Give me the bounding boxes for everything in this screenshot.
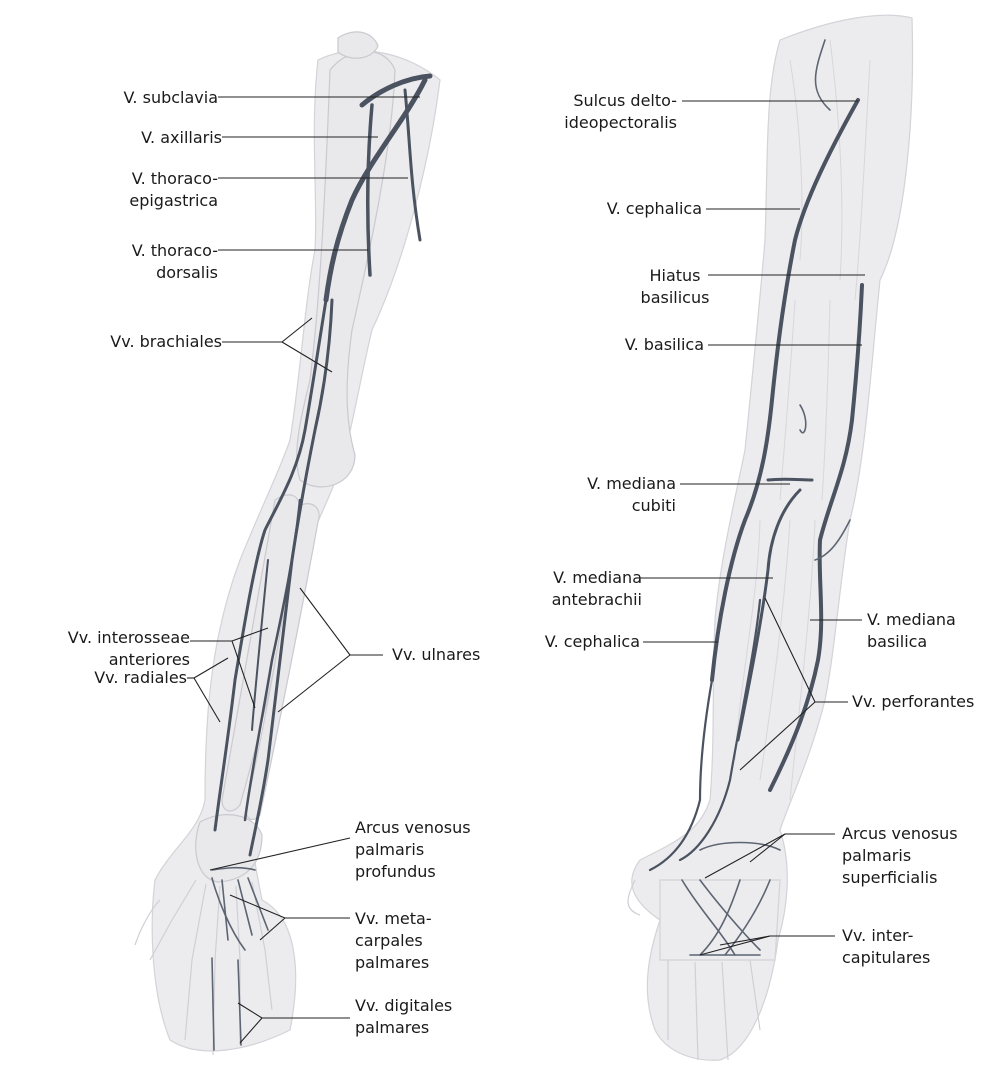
label-vv-interosseae-anteriores: Vv. interosseae anteriores — [68, 627, 190, 671]
label-sulcus-deltoideopectoralis: Sulcus delto- ideopectoralis — [564, 90, 677, 134]
label-vv-perforantes: Vv. perforantes — [852, 691, 974, 713]
label-vv-digitales-palmares: Vv. digitales palmares — [355, 995, 452, 1039]
label-hiatus-basilicus: Hiatus basilicus — [635, 265, 715, 309]
label-v-axillaris: V. axillaris — [141, 127, 222, 149]
label-v-thoracodorsalis: V. thoraco- dorsalis — [132, 240, 218, 284]
label-v-mediana-cubiti: V. mediana cubiti — [587, 473, 676, 517]
label-v-mediana-antebrachii: V. mediana antebrachii — [552, 567, 642, 611]
label-vv-intercapitulares: Vv. inter- capitulares — [842, 925, 930, 969]
label-vv-radiales: Vv. radiales — [94, 667, 187, 689]
label-arcus-venosus-palmaris-profundus: Arcus venosus palmaris profundus — [355, 817, 471, 883]
label-v-cephalica-upper: V. cephalica — [607, 198, 702, 220]
label-v-cephalica-lower: V. cephalica — [545, 631, 640, 653]
label-vv-metacarpales-palmares: Vv. meta- carpales palmares — [355, 908, 432, 974]
label-vv-ulnares: Vv. ulnares — [392, 644, 480, 666]
label-v-mediana-basilica: V. mediana basilica — [867, 609, 956, 653]
label-v-thoracoepigastrica: V. thoraco- epigastrica — [129, 168, 218, 212]
label-vv-brachiales: Vv. brachiales — [110, 331, 222, 353]
label-v-subclavia: V. subclavia — [124, 87, 218, 109]
label-arcus-venosus-palmaris-superficialis: Arcus venosus palmaris superficialis — [842, 823, 958, 889]
right-arm-illustration — [628, 15, 912, 1060]
label-v-basilica: V. basilica — [625, 334, 704, 356]
